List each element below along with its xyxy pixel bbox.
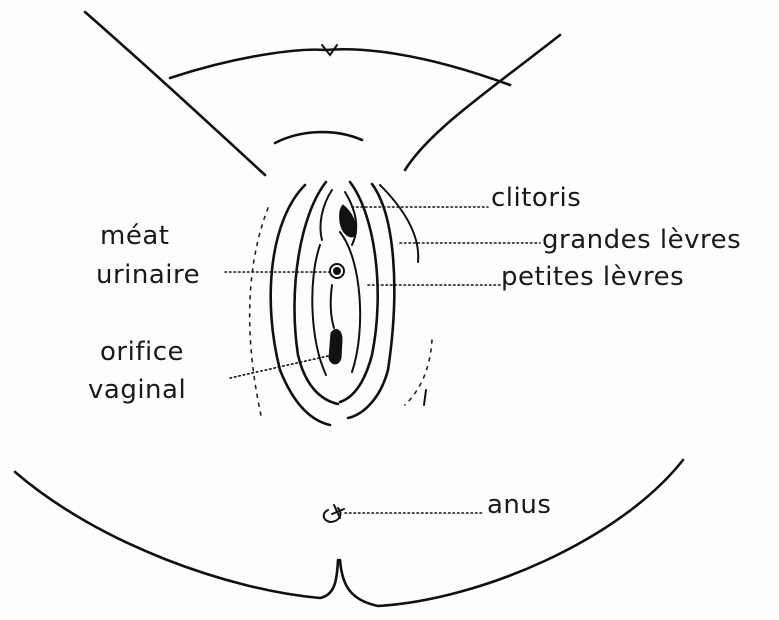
right-buttock-outline [340, 460, 683, 606]
right-tick-mark [424, 390, 426, 405]
vaginal-orifice [329, 329, 342, 364]
right-thigh-outline [405, 35, 560, 170]
left-thigh-outline [85, 12, 265, 175]
leader-orifice [230, 356, 328, 378]
left-buttock-outline [15, 472, 338, 598]
hood-left [320, 190, 332, 240]
anus-star [332, 505, 344, 518]
label-orifice-line1: orifice [100, 337, 184, 367]
urethral-meatus [334, 268, 341, 275]
label-clitoris: clitoris [491, 183, 581, 213]
label-meat-line1: méat [100, 221, 169, 251]
outer-stroke-right [380, 185, 418, 262]
outer-dashed-right [405, 340, 432, 405]
vestibule-line [331, 285, 334, 328]
label-meat-line2: urinaire [96, 260, 200, 290]
outer-dashed-left [250, 208, 268, 420]
abdomen-curve [170, 49, 510, 85]
label-orifice-line2: vaginal [88, 375, 186, 405]
label-grandes-levres: grandes lèvres [542, 225, 741, 255]
label-petites-levres: petites lèvres [501, 262, 684, 292]
labia-minora-inner-right [340, 232, 360, 372]
labia-minora-inner-left [312, 245, 326, 375]
pubic-mound-curve [275, 132, 362, 143]
label-anus: anus [487, 490, 551, 520]
